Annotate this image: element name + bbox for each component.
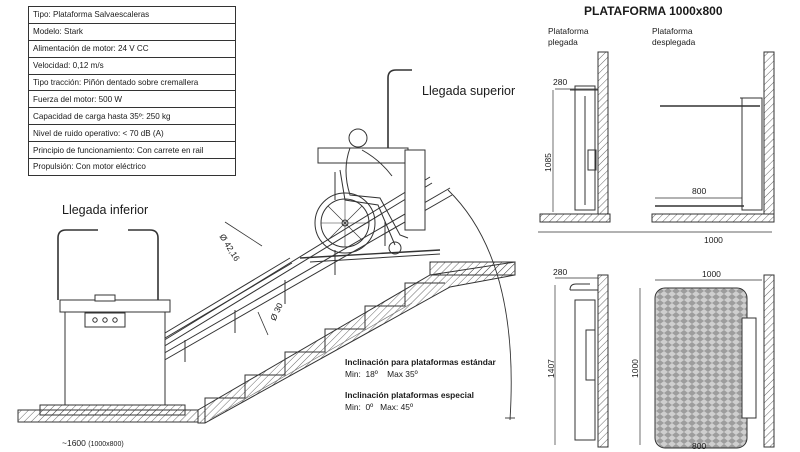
spec-row: Alimentación de motor: 24 V CC xyxy=(28,39,236,58)
folded-label-line: plegada xyxy=(548,37,578,47)
dim-280-bottom: 280 xyxy=(553,267,568,277)
spec-row: Fuerza del motor: 500 W xyxy=(28,90,236,109)
special-inclination-title: Inclinación plataformas especial xyxy=(345,390,474,400)
lower-landing-label: Llegada inferior xyxy=(62,203,149,217)
spec-row: Propulsión: Con motor eléctrico xyxy=(28,158,236,176)
rail-posts xyxy=(184,221,386,362)
spec-table: Tipo: Plataforma Salvaescaleras Modelo: … xyxy=(28,6,236,176)
bottom-length-note: (1000x800) xyxy=(88,441,124,448)
upper-landing-label: Llegada superior xyxy=(422,84,516,98)
unfolded-label-line: desplegada xyxy=(652,37,696,47)
spec-cell: Modelo: Stark xyxy=(28,22,236,41)
spec-cell: Tipo: Plataforma Salvaescaleras xyxy=(28,6,236,24)
platform-plan xyxy=(639,274,775,449)
spec-cell: Nivel de ruido operativo: < 70 dB (A) xyxy=(28,124,236,143)
spec-cell: Capacidad de carga hasta 35º: 250 kg xyxy=(28,107,236,126)
dim-1000-side: 1000 xyxy=(630,359,640,378)
bottom-length-value: ~1600 xyxy=(62,438,86,448)
bottom-length-label: ~1600 (1000x800) xyxy=(62,438,124,448)
spec-cell: Tipo tracción: Piñón dentado sobre crema… xyxy=(28,73,236,92)
dim-1000-bottom: 1000 xyxy=(702,269,721,279)
special-inclination-values: Min: 0º Max: 45º xyxy=(345,402,414,412)
lower-landing-unit xyxy=(39,229,186,416)
spec-cell: Principio de funcionamiento: Con carrete… xyxy=(28,141,236,160)
spec-cell: Velocidad: 0,12 m/s xyxy=(28,56,236,75)
dim-1085: 1085 xyxy=(543,153,553,172)
spec-row: Tipo: Plataforma Salvaescaleras xyxy=(28,6,236,24)
upper-platform xyxy=(299,69,441,263)
wheelchair-user xyxy=(314,128,409,255)
unfolded-label: Plataforma desplegada xyxy=(652,26,695,48)
dim-1407: 1407 xyxy=(546,359,556,378)
folded-label: Plataforma plegada xyxy=(548,26,589,48)
spec-cell: Fuerza del motor: 500 W xyxy=(28,90,236,109)
platform-title: PLATAFORMA 1000x800 xyxy=(584,4,723,18)
spec-cell: Propulsión: Con motor eléctrico xyxy=(28,158,236,176)
dim-800-top: 800 xyxy=(692,186,707,196)
dim-280-top: 280 xyxy=(553,77,568,87)
guide-rail xyxy=(134,176,453,378)
unfolded-section xyxy=(538,51,775,233)
folded-section xyxy=(539,51,611,223)
inclination-arc xyxy=(447,189,512,421)
spec-row: Tipo tracción: Piñón dentado sobre crema… xyxy=(28,73,236,92)
spec-row: Principio de funcionamiento: Con carrete… xyxy=(28,141,236,160)
spec-row: Velocidad: 0,12 m/s xyxy=(28,56,236,75)
unfolded-label-line: Plataforma xyxy=(652,26,693,36)
dim-800-bottom: 800 xyxy=(692,441,707,451)
standard-inclination-values: Min: 18º Max 35º xyxy=(345,369,418,379)
folded-label-line: Plataforma xyxy=(548,26,589,36)
spec-row: Modelo: Stark xyxy=(28,22,236,41)
spec-row: Capacidad de carga hasta 35º: 250 kg xyxy=(28,107,236,126)
spec-row: Nivel de ruido operativo: < 70 dB (A) xyxy=(28,124,236,143)
dim-1000-top: 1000 xyxy=(704,235,723,245)
folded-front xyxy=(554,274,609,448)
spec-cell: Alimentación de motor: 24 V CC xyxy=(28,39,236,58)
standard-inclination-title: Inclinación para plataformas estándar xyxy=(345,357,496,367)
